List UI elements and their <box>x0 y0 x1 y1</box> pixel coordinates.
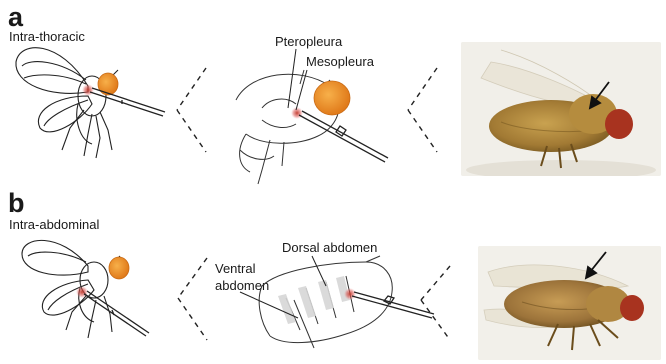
fly-a-drawing <box>16 48 118 158</box>
fly-photo-a <box>461 42 661 176</box>
needle-icon-abdomen <box>352 292 434 318</box>
fly-photo-b-art <box>478 246 661 360</box>
zoom-marker-a2 <box>408 68 437 152</box>
abdomen-shading <box>278 276 350 324</box>
zoom-marker-b2 <box>421 266 450 340</box>
fly-b-drawing <box>22 240 120 338</box>
zoom-marker-b1 <box>178 258 207 340</box>
fly-photo-b <box>478 246 661 360</box>
zoom-marker-a1 <box>177 68 206 152</box>
fly-a-eye <box>98 73 118 95</box>
needle-icon-thorax <box>299 111 388 162</box>
injection-site-thorax <box>291 107 303 119</box>
fly-photo-a-art <box>461 42 661 176</box>
injection-site-abdomen <box>344 288 356 300</box>
thorax-closeup-eye <box>314 81 350 115</box>
fly-b-eye <box>109 257 129 279</box>
injection-site-a <box>82 84 94 96</box>
